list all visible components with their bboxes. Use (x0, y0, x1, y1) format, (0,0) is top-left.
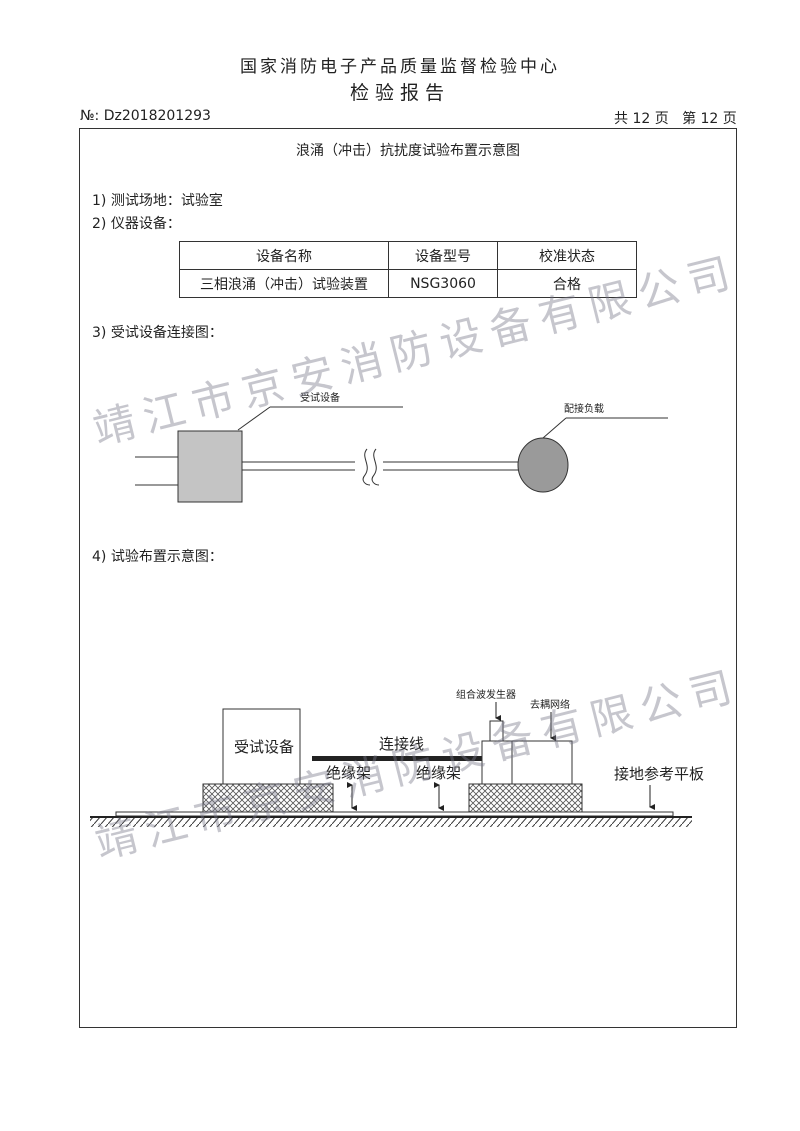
eut-label: 受试设备 (300, 391, 340, 404)
test-layout-diagram: 受试设备 连接线 绝缘架 绝缘架 组合波发生器 去耦网络 接地参考平板 (90, 688, 704, 827)
ground-plane-label: 接地参考平板 (614, 765, 704, 783)
content-frame (79, 128, 737, 1028)
layout-eut-label: 受试设备 (234, 738, 294, 756)
table-header-cell: 设备型号 (388, 241, 498, 270)
cable-label: 连接线 (379, 735, 424, 753)
network-label: 去耦网络 (530, 698, 570, 711)
table-cell: 三相浪涌（冲击）试验装置 (179, 269, 389, 298)
floor-hatch (90, 818, 692, 827)
load-label: 配接负载 (564, 402, 604, 415)
cable-break-symbol (362, 448, 371, 486)
item-connection-diagram: 3) 受试设备连接图： (92, 325, 223, 341)
table-header-cell: 校准状态 (497, 241, 637, 270)
item-test-layout: 4) 试验布置示意图： (92, 549, 223, 565)
table-header-cell: 设备名称 (179, 241, 389, 270)
eut-leader-line (237, 406, 271, 431)
load-circle (517, 437, 569, 493)
report-number-label: №: (80, 108, 100, 124)
insulator-block-2 (468, 783, 583, 813)
connection-diagram: 受试设备 配接负载 (135, 391, 668, 503)
page-info: 共 12 页 第 12 页 (614, 111, 737, 127)
eut-box (177, 430, 243, 503)
generator-label: 组合波发生器 (456, 688, 516, 701)
generator-box (489, 720, 504, 742)
connecting-cable (312, 756, 482, 761)
header-organization: 国家消防电子产品质量监督检验中心 (240, 57, 560, 77)
report-number-value: Dz2018201293 (103, 108, 211, 124)
item-instruments: 2) 仪器设备： (92, 216, 181, 232)
load-leader-line (542, 417, 567, 439)
cable-break-symbol-2 (371, 448, 380, 486)
insulator-label-2: 绝缘架 (416, 764, 461, 782)
decoupling-network-box (511, 740, 573, 785)
table-header-row: 设备名称 设备型号 校准状态 (179, 241, 637, 270)
generator-body (481, 740, 513, 785)
insulator-label-1: 绝缘架 (326, 764, 371, 782)
section-title: 浪涌（冲击）抗扰度试验布置示意图 (296, 143, 520, 159)
instrument-table: 设备名称 设备型号 校准状态 三相浪涌（冲击）试验装置 NSG3060 合格 (179, 241, 637, 298)
table-cell: NSG3060 (388, 269, 498, 298)
item-test-site: 1) 测试场地：试验室 (92, 193, 223, 209)
table-cell: 合格 (497, 269, 637, 298)
header-title: 检验报告 (349, 82, 450, 104)
table-row: 三相浪涌（冲击）试验装置 NSG3060 合格 (179, 269, 637, 298)
report-number: №: Dz2018201293 (80, 108, 211, 124)
